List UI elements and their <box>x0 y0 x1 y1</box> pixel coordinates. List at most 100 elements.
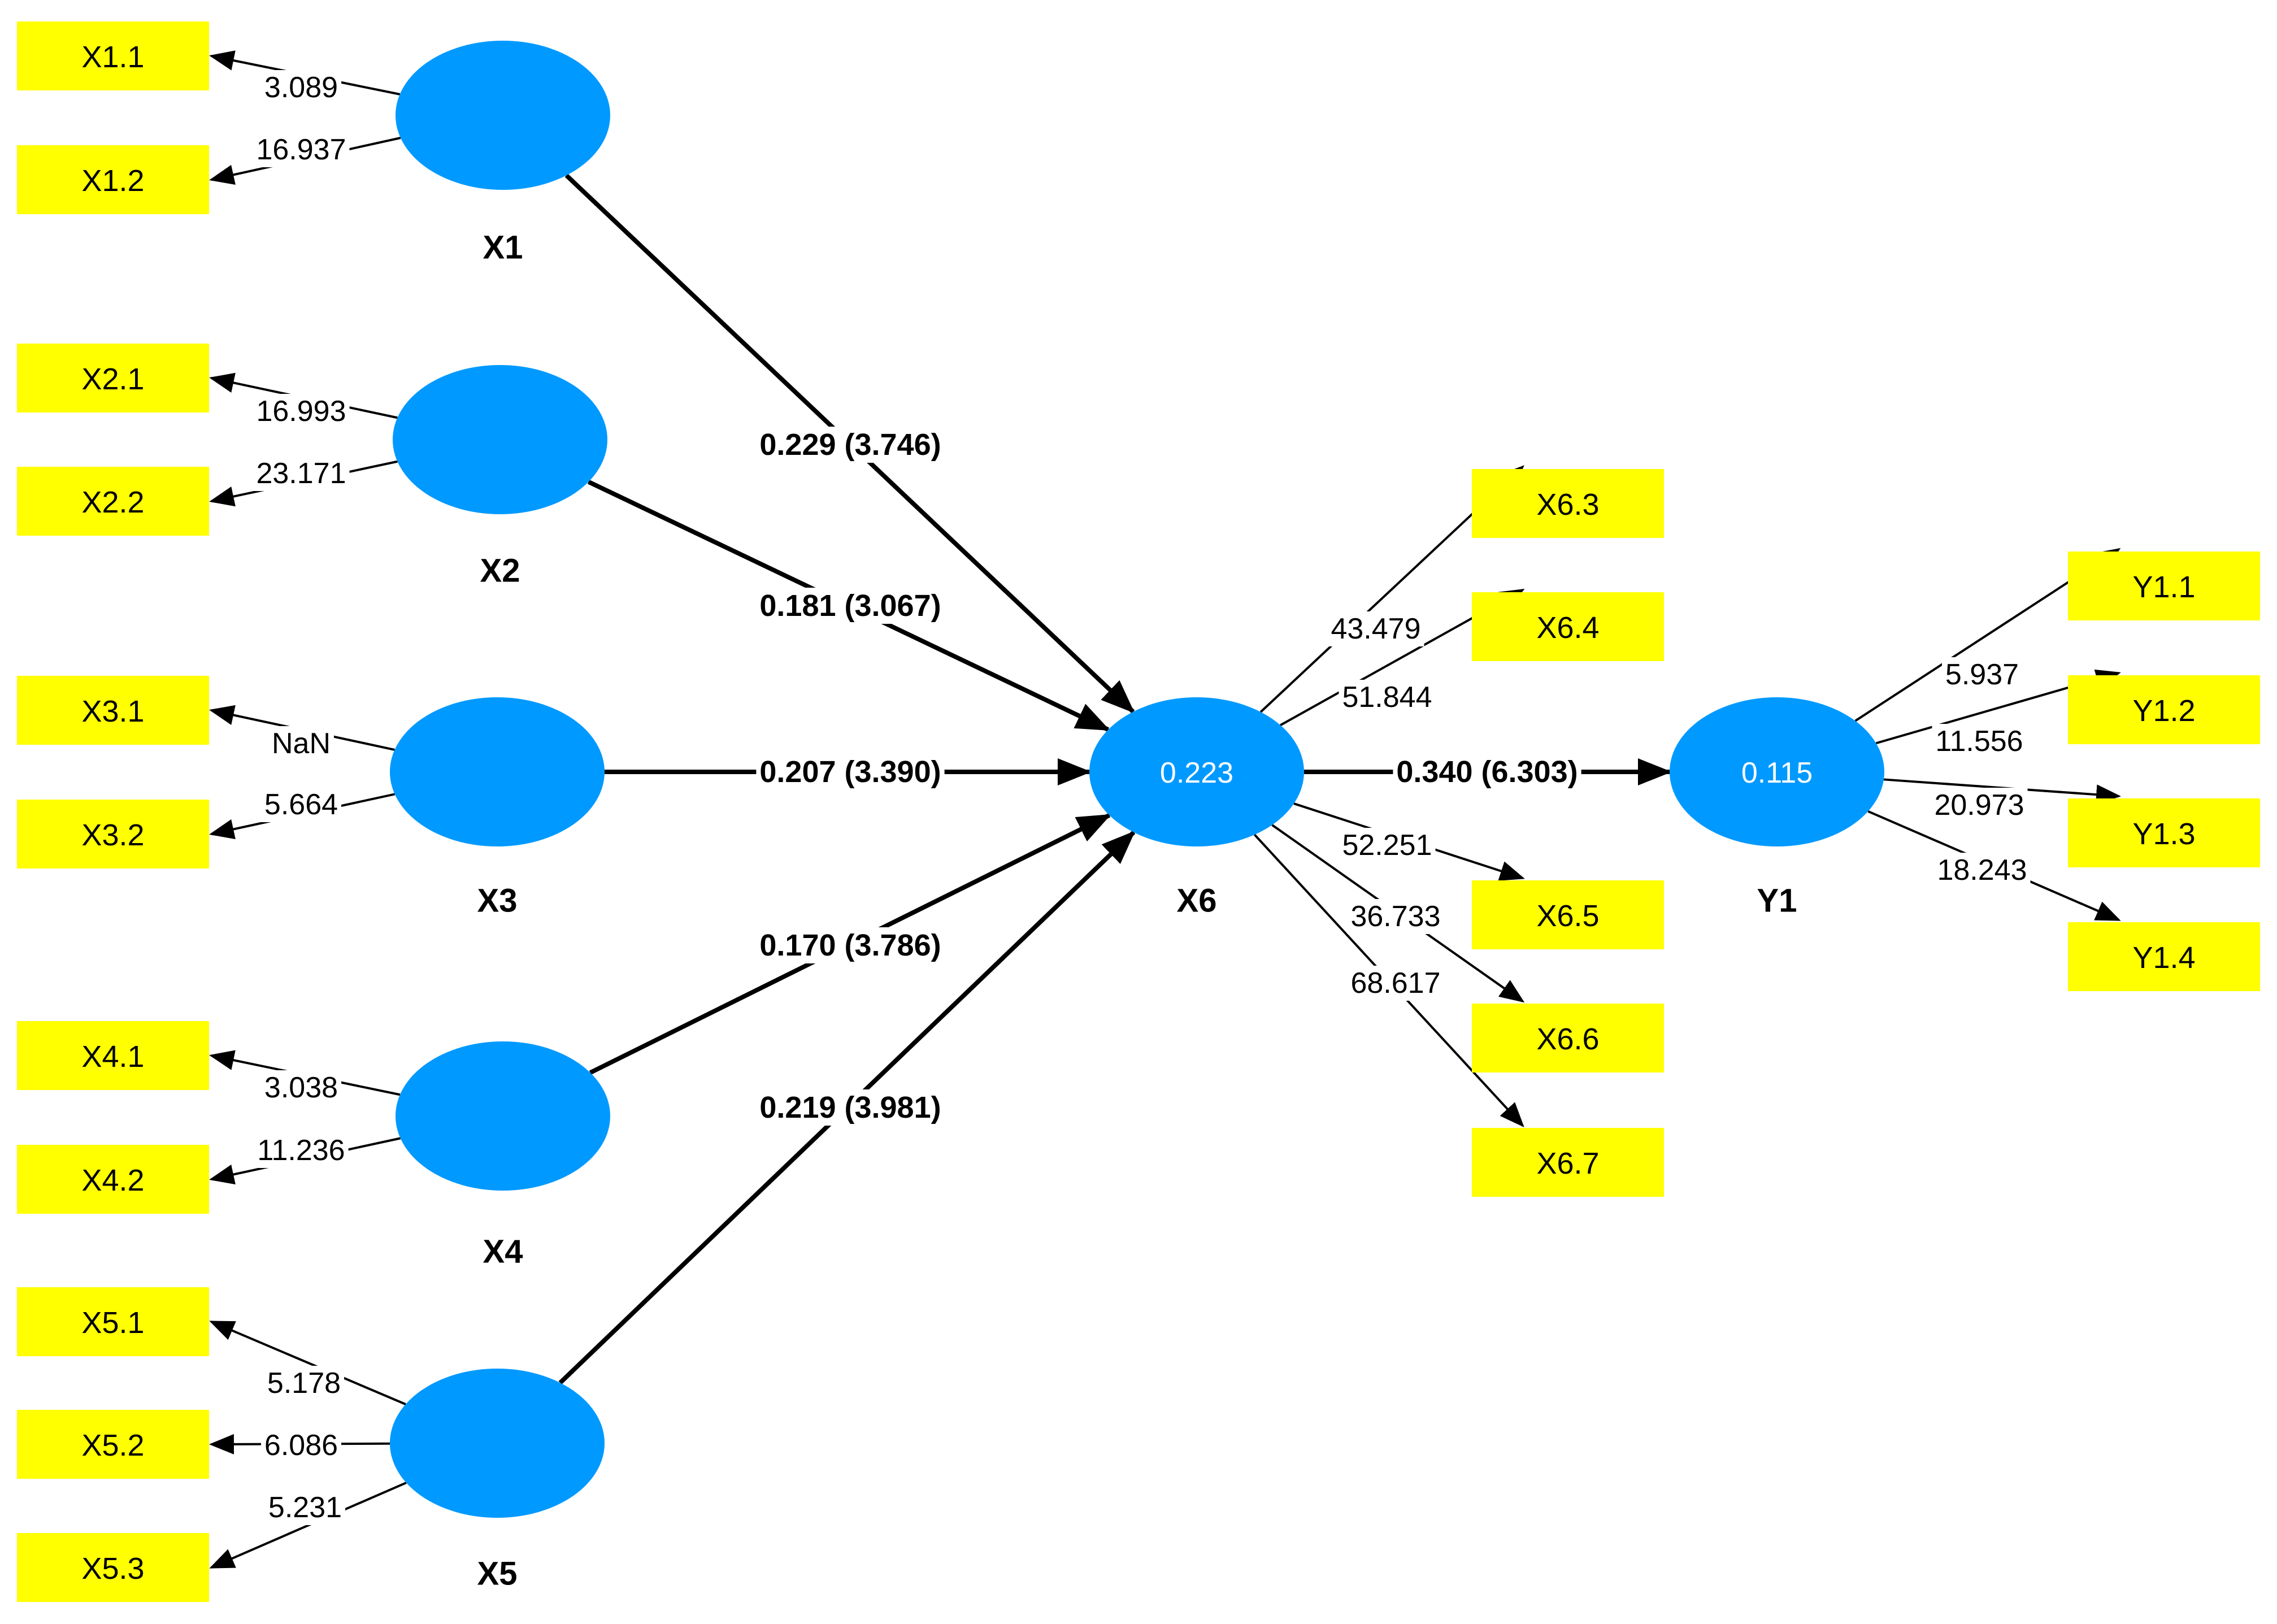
loading-value-x5-3-bg <box>264 1490 346 1525</box>
indicator-box-y1-3[interactable] <box>2068 798 2260 867</box>
path-coefficient-x1-x6-group: 0.229 (3.746) <box>756 427 945 463</box>
loading-value-x5-1-group: 5.178 <box>263 1366 345 1401</box>
path-coefficient-x1-x6-bg <box>756 427 945 463</box>
indicator-box-x1-1[interactable] <box>17 21 209 90</box>
loading-value-x3-1: NaN <box>272 727 331 760</box>
indicator-box-x6-6[interactable] <box>1472 1004 1664 1072</box>
loading-value-x4-2-bg <box>254 1133 349 1168</box>
latent-ellipse-x2[interactable] <box>393 365 607 514</box>
latent-name-x6: X6 <box>1177 883 1217 919</box>
loading-value-x6-4: 51.844 <box>1342 681 1432 714</box>
loading-value-x4-1-group: 3.038 <box>260 1070 342 1105</box>
loading-value-x5-2: 6.086 <box>264 1429 338 1462</box>
indicator-label-x4-2: X4.2 <box>81 1163 144 1197</box>
indicator-box-x5-3[interactable] <box>17 1533 209 1602</box>
loading-value-x5-1-bg <box>263 1366 345 1401</box>
indicator-label-x1-1: X1.1 <box>81 40 144 74</box>
loading-value-x1-1: 3.089 <box>264 71 338 104</box>
indicator-box-x3-1[interactable] <box>17 676 209 745</box>
indicator-label-x6-3: X6.3 <box>1536 488 1599 522</box>
loading-value-x2-2-bg <box>253 456 350 491</box>
latent-name-x2: X2 <box>480 553 520 589</box>
loading-value-x6-3-group: 43.479 <box>1327 611 1424 646</box>
loading-value-x6-5-bg <box>1339 828 1436 863</box>
indicator-box-x6-5[interactable] <box>1472 880 1664 949</box>
loading-value-x1-2-bg <box>253 132 350 167</box>
loading-value-x6-6-bg <box>1347 899 1444 934</box>
path-coefficient-x4-x6-group: 0.170 (3.786) <box>756 927 945 963</box>
latent-ellipse-x3[interactable] <box>390 697 605 846</box>
latent-name-x4: X4 <box>483 1234 523 1270</box>
loading-value-x6-5-group: 52.251 <box>1339 828 1436 863</box>
loading-value-x6-4-group: 51.844 <box>1339 680 1436 715</box>
path-coefficient-x6-y1-group: 0.340 (6.303) <box>1393 754 1581 790</box>
loading-value-x6-3-bg <box>1327 611 1424 646</box>
loading-value-x4-1-bg <box>260 1070 342 1105</box>
latent-ellipse-x5[interactable] <box>390 1369 605 1518</box>
latent-name-y1: Y1 <box>1757 883 1797 919</box>
latent-name-x5: X5 <box>477 1556 518 1592</box>
latent-ellipse-x6[interactable] <box>1089 697 1304 846</box>
loading-value-y1-3-group: 20.973 <box>1931 788 2028 823</box>
indicator-label-x2-1: X2.1 <box>81 362 144 396</box>
indicator-box-x1-2[interactable] <box>17 145 209 214</box>
loading-value-y1-2: 11.556 <box>1935 725 2023 758</box>
loading-value-x4-1: 3.038 <box>264 1071 338 1104</box>
loading-value-x4-2: 11.236 <box>257 1134 345 1167</box>
indicator-label-y1-4: Y1.4 <box>2132 941 2195 975</box>
indicator-box-y1-1[interactable] <box>2068 552 2260 620</box>
indicator-label-y1-1: Y1.1 <box>2132 570 2195 604</box>
indicator-box-y1-4[interactable] <box>2068 922 2260 991</box>
indicator-box-x5-2[interactable] <box>17 1410 209 1479</box>
loading-value-x6-6-group: 36.733 <box>1347 899 1444 934</box>
indicator-box-y1-2[interactable] <box>2068 675 2260 744</box>
loading-value-y1-1: 5.937 <box>1945 658 2019 691</box>
indicator-box-x2-2[interactable] <box>17 467 209 536</box>
loading-value-x6-7-bg <box>1347 966 1444 1001</box>
indicator-box-x6-3[interactable] <box>1472 469 1664 538</box>
loading-value-y1-3-bg <box>1931 788 2028 823</box>
loading-value-x6-6: 36.733 <box>1350 900 1440 933</box>
loading-value-y1-4-group: 18.243 <box>1933 853 2031 888</box>
indicator-box-x3-2[interactable] <box>17 800 209 869</box>
indicator-label-y1-3: Y1.3 <box>2132 817 2195 851</box>
loading-value-x5-2-group: 6.086 <box>260 1428 342 1463</box>
loading-value-x2-1-group: 16.993 <box>253 394 350 429</box>
loading-value-x6-7-group: 68.617 <box>1347 966 1444 1001</box>
indicator-label-x5-1: X5.1 <box>81 1306 144 1340</box>
loading-value-x2-1-bg <box>253 394 350 429</box>
latent-name-x1: X1 <box>483 229 523 266</box>
indicator-box-x4-2[interactable] <box>17 1145 209 1214</box>
path-coefficient-x3-x6: 0.207 (3.390) <box>759 755 941 789</box>
path-coefficient-x6-y1: 0.340 (6.303) <box>1396 755 1578 789</box>
indicator-box-x6-4[interactable] <box>1472 592 1664 661</box>
indicator-box-x2-1[interactable] <box>17 344 209 412</box>
latent-ellipse-x1[interactable] <box>396 41 610 190</box>
loading-value-y1-2-bg <box>1932 724 2027 759</box>
path-coefficient-x5-x6-group: 0.219 (3.981) <box>756 1089 945 1126</box>
indicator-box-x4-1[interactable] <box>17 1021 209 1090</box>
indicator-box-x5-1[interactable] <box>17 1287 209 1356</box>
loading-value-x5-3: 5.231 <box>268 1491 342 1524</box>
loading-value-y1-3: 20.973 <box>1934 789 2024 822</box>
indicator-label-x6-5: X6.5 <box>1536 899 1599 933</box>
loading-arrow-x5-3 <box>209 1482 407 1569</box>
loading-value-y1-4: 18.243 <box>1937 854 2027 887</box>
latent-name-x3: X3 <box>477 883 518 919</box>
loading-value-x6-4-bg <box>1339 680 1436 715</box>
latent-ellipse-x4[interactable] <box>396 1041 610 1191</box>
loading-value-x6-5: 52.251 <box>1342 829 1432 862</box>
indicator-label-x5-3: X5.3 <box>81 1552 144 1586</box>
loading-value-x1-2: 16.937 <box>256 133 346 166</box>
indicator-box-x6-7[interactable] <box>1472 1128 1664 1197</box>
loading-value-x6-7: 68.617 <box>1350 967 1440 1000</box>
loading-value-x5-3-group: 5.231 <box>264 1490 346 1525</box>
latent-r2-y1: 0.115 <box>1741 757 1813 789</box>
path-coefficient-x3-x6-group: 0.207 (3.390) <box>756 754 945 790</box>
loading-value-x4-2-group: 11.236 <box>254 1133 349 1168</box>
loading-arrow-x5-1 <box>209 1321 406 1405</box>
path-coefficient-x2-x6-bg <box>756 588 945 624</box>
indicator-label-x3-2: X3.2 <box>81 818 144 852</box>
latent-ellipse-y1[interactable] <box>1670 697 1884 846</box>
